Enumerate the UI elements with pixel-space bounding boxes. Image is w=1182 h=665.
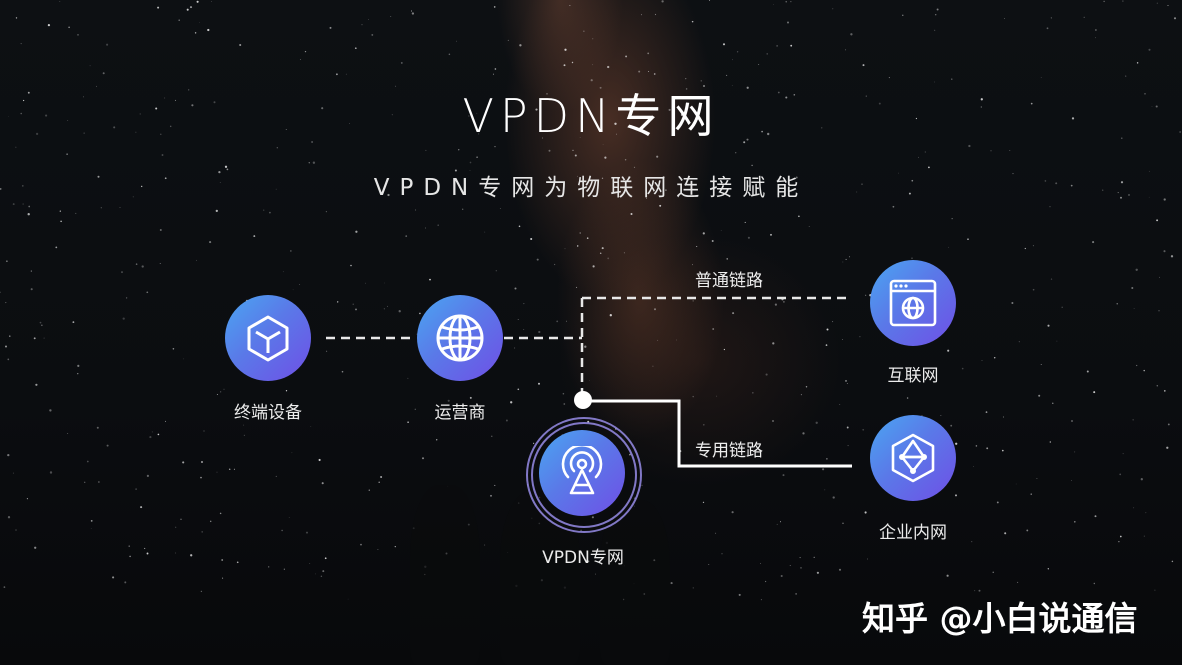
cube-icon [247, 315, 289, 362]
dedicated-link-label: 专用链路 [695, 441, 763, 461]
network-hexagon-icon [891, 433, 935, 483]
intranet-label: 企业内网 [879, 523, 947, 543]
page-title: VPDN专网 [462, 89, 720, 143]
person-silhouette-3 [600, 500, 670, 665]
antenna-icon [561, 446, 603, 495]
normal-link-label: 普通链路 [695, 271, 763, 291]
internet-label: 互联网 [887, 366, 939, 386]
dedicated-link-lines [582, 399, 852, 468]
internet-circle [870, 260, 956, 346]
inner-ring [531, 422, 637, 528]
page-subtitle: VPDN专网为物联网连接赋能 [373, 175, 809, 201]
browser-globe-icon [889, 279, 937, 327]
vpdn-label: VPDN专网 [542, 548, 624, 568]
terminal-circle [225, 295, 311, 381]
terminal-label: 终端设备 [234, 403, 302, 423]
normal-link-lines [326, 296, 852, 398]
operator-label: 运营商 [434, 403, 486, 423]
junction-dot [574, 391, 592, 409]
person-silhouette-1 [410, 485, 480, 665]
operator-circle [417, 295, 503, 381]
outer-ring [526, 417, 642, 533]
vpdn-circle [539, 430, 625, 516]
intranet-circle [870, 415, 956, 501]
globe-icon [436, 314, 484, 362]
watermark: 知乎 @小白说通信 [862, 599, 1138, 638]
